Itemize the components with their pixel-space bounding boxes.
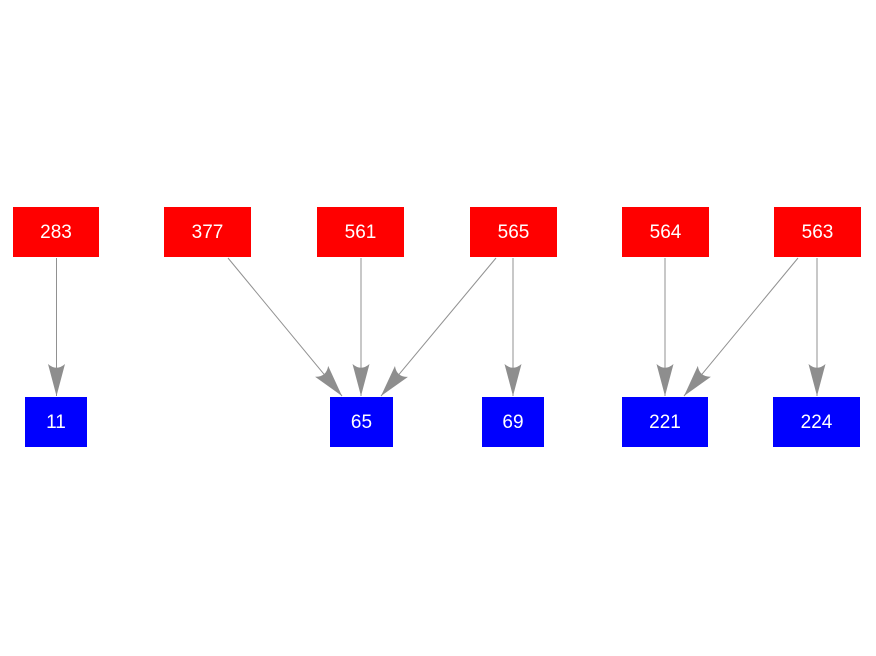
edge-377-65 [227,257,343,397]
node-221: 221 [622,397,708,447]
node-65: 65 [330,397,393,447]
node-224: 224 [773,397,860,447]
node-label: 565 [497,221,530,243]
node-label: 65 [350,411,373,433]
node-283: 283 [13,207,99,257]
node-561: 561 [317,207,404,257]
node-565: 565 [470,207,557,257]
node-label: 564 [649,221,682,243]
node-377: 377 [164,207,251,257]
node-563: 563 [774,207,861,257]
node-label: 224 [800,411,833,433]
node-label: 377 [191,221,224,243]
edge-563-221 [683,257,799,397]
edge-565-65 [380,257,497,397]
node-label: 69 [502,411,524,433]
node-69: 69 [482,397,544,447]
node-11: 11 [25,397,87,447]
node-label: 11 [46,411,66,433]
node-label: 561 [344,221,377,243]
node-label: 221 [649,411,681,433]
node-564: 564 [622,207,709,257]
node-label: 563 [801,221,834,243]
node-label: 283 [40,221,72,243]
